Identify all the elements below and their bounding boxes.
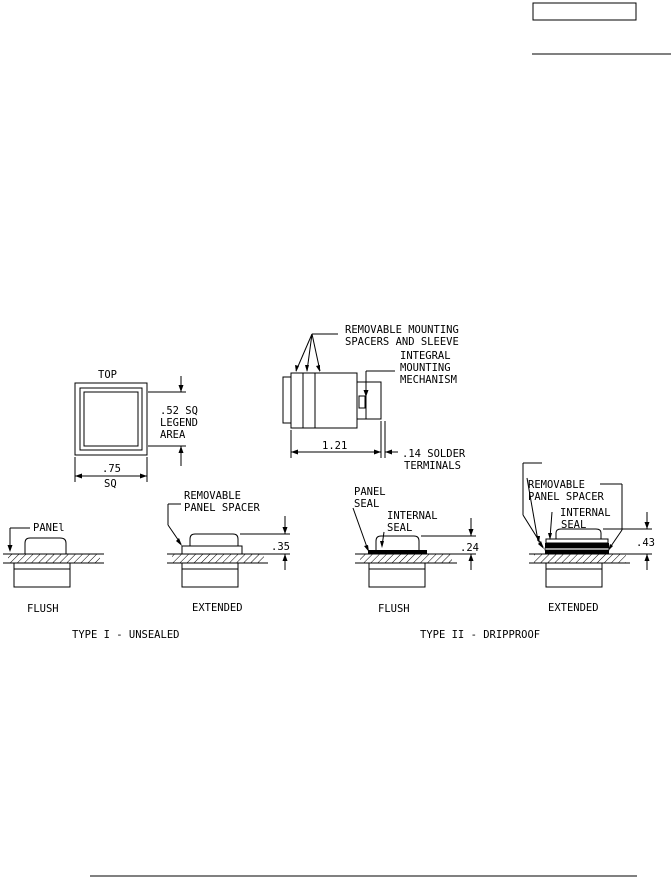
t2-flush-height: .24 [460, 542, 479, 554]
t2-ext-internal-seal-2: SEAL [561, 519, 586, 531]
t1-ext-spacer-1: REMOVABLE [184, 490, 241, 502]
t2-flush-caption: FLUSH [378, 603, 410, 615]
t1-flush-caption: FLUSH [27, 603, 59, 615]
terminal-dim-1: .14 SOLDER [402, 448, 466, 460]
t2-ext-spacer-2: PANEL SPACER [528, 491, 605, 503]
width-dim: .75 [102, 463, 121, 475]
t1-ext-height: .35 [271, 541, 290, 553]
type1-flush: PANEl FLUSH [3, 522, 104, 615]
t2-flush-panel-seal-2: SEAL [354, 498, 379, 510]
t2-ext-caption: EXTENDED [548, 602, 599, 614]
legend-label-1: LEGEND [160, 417, 198, 429]
top-view: TOP .52 SQ LEGEND AREA .75 SQ [74, 369, 198, 490]
top-view-title: TOP [98, 369, 117, 381]
t2-ext-height: .43 [636, 537, 655, 549]
t1-ext-caption: EXTENDED [192, 602, 243, 614]
callout-spacers-2: SPACERS AND SLEEVE [345, 336, 459, 348]
t1-ext-spacer-2: PANEL SPACER [184, 502, 261, 514]
type2-flush: PANEL SEAL INTERNAL SEAL .24 FLUSH [352, 486, 479, 615]
header-box [532, 2, 637, 21]
t2-ext-spacer-1: REMOVABLE [528, 479, 585, 491]
callout-mech-2: MOUNTING [400, 362, 451, 374]
callout-mech-1: INTEGRAL [400, 350, 451, 362]
t2-flush-panel-seal-1: PANEL [354, 486, 386, 498]
legend-dim: .52 SQ [160, 405, 198, 417]
legend-label-2: AREA [160, 429, 186, 441]
length-dim: 1.21 [322, 440, 347, 452]
terminal-dim-2: TERMINALS [404, 460, 461, 472]
type1-extended: REMOVABLE PANEL SPACER .35 EXTENDED [167, 490, 290, 614]
t2-flush-internal-seal-2: SEAL [387, 522, 412, 534]
callout-spacers-1: REMOVABLE MOUNTING [345, 324, 459, 336]
t1-flush-panel-label: PANEl [33, 522, 65, 534]
t2-ext-internal-seal-1: INTERNAL [560, 507, 611, 519]
t2-flush-internal-seal-1: INTERNAL [387, 510, 438, 522]
callout-mech-3: MECHANISM [400, 374, 457, 386]
width-unit: SQ [104, 478, 117, 490]
type1-caption: TYPE I - UNSEALED [72, 629, 179, 641]
type2-extended: REMOVABLE PANEL SPACER INTERNAL SEAL .43… [522, 462, 655, 614]
side-view: REMOVABLE MOUNTING SPACERS AND SLEEVE IN… [282, 324, 466, 472]
type2-caption: TYPE II - DRIPPROOF [420, 629, 540, 641]
